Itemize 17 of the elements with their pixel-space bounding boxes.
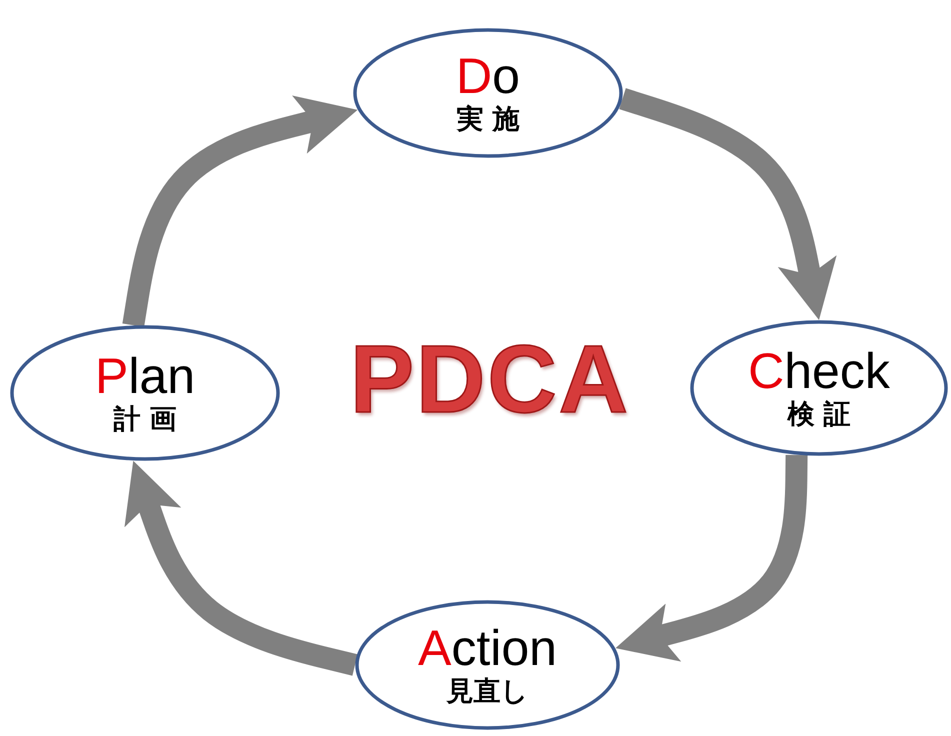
phase-name: Do <box>456 51 520 102</box>
phase-name: Action <box>418 623 557 674</box>
phase-subtitle: 見直し <box>446 677 528 707</box>
cycle-arrow <box>619 88 837 320</box>
ellipse-node <box>10 325 280 461</box>
phase-name: Plan <box>94 351 196 402</box>
diagram-title: PDCA <box>348 325 631 435</box>
ellipse-node <box>690 320 948 456</box>
ellipse-node <box>353 28 623 158</box>
cycle-arrow <box>122 96 358 328</box>
phase-subtitle: 検 証 <box>787 400 851 430</box>
cycle-arrow <box>615 454 808 662</box>
phase-name: Check <box>748 346 890 396</box>
ellipse-node <box>355 600 620 730</box>
phase-subtitle: 実 施 <box>456 105 520 135</box>
phase-subtitle: 計 画 <box>113 405 177 435</box>
cycle-arrow <box>124 460 358 676</box>
